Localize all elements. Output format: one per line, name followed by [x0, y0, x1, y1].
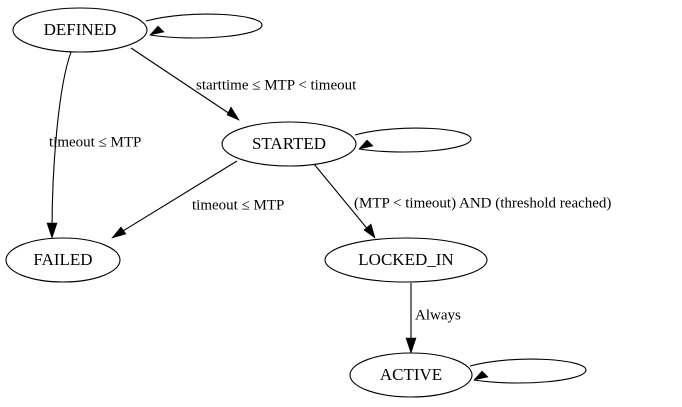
node-label-locked_in: LOCKED_IN: [358, 250, 453, 269]
arrowhead-icon: [226, 106, 240, 121]
arrowhead-icon: [111, 226, 127, 239]
edge-started-locked-in: [313, 163, 376, 239]
edge-started-failed: [111, 160, 238, 239]
edge-line-started-failed: [117, 160, 238, 235]
node-label-defined: DEFINED: [44, 20, 117, 39]
edge-label-started-failed: timeout ≤ MTP: [192, 197, 284, 213]
node-ellipse-failed[interactable]: [5, 237, 121, 283]
self-loop-path-defined: [145, 13, 263, 39]
state-node-started[interactable]: STARTED: [221, 121, 357, 167]
edge-label-started-locked-in: (MTP < timeout) AND (threshold reached): [354, 195, 611, 211]
edge-locked-in-active: [405, 283, 417, 354]
edge-labels-layer: starttime ≤ MTP < timeout timeout ≤ MTP ti…: [49, 77, 611, 323]
node-ellipse-active[interactable]: [349, 352, 473, 398]
edge-defined-failed: [46, 51, 72, 239]
self-loop-path-started: [354, 127, 472, 153]
node-label-started: STARTED: [252, 134, 326, 153]
edge-label-defined-started: starttime ≤ MTP < timeout: [196, 77, 357, 93]
arrowhead-icon: [363, 223, 376, 239]
arrowhead-icon: [149, 25, 165, 36]
edge-line-defined-failed: [51, 51, 72, 232]
state-node-defined[interactable]: DEFINED: [12, 7, 148, 53]
edge-line-started-locked-in: [313, 163, 371, 233]
nodes-layer: DEFINED STARTED FAILED LOCKED_IN ACTIVE: [5, 7, 488, 398]
arrowhead-icon: [358, 139, 374, 150]
state-node-failed[interactable]: FAILED: [5, 237, 121, 283]
edge-defined-self: [145, 13, 263, 39]
edge-started-self: [354, 127, 472, 153]
node-ellipse-locked_in[interactable]: [324, 237, 488, 283]
state-node-active[interactable]: ACTIVE: [349, 352, 473, 398]
arrowhead-icon: [473, 370, 489, 381]
self-loop-path-active: [469, 358, 587, 384]
edge-defined-started: [130, 47, 240, 121]
edge-line-defined-started: [130, 47, 240, 121]
edge-active-self: [469, 358, 587, 384]
state-node-locked_in[interactable]: LOCKED_IN: [324, 237, 488, 283]
node-ellipse-defined[interactable]: [12, 7, 148, 53]
node-ellipse-started[interactable]: [221, 121, 357, 167]
node-label-active: ACTIVE: [380, 365, 442, 384]
edge-label-defined-failed: timeout ≤ MTP: [49, 134, 141, 150]
arrowhead-icon: [405, 337, 417, 354]
node-label-failed: FAILED: [33, 250, 92, 269]
edge-label-locked-in-active: Always: [415, 307, 461, 323]
edges-layer: [46, 13, 587, 384]
arrowhead-icon: [46, 222, 58, 239]
